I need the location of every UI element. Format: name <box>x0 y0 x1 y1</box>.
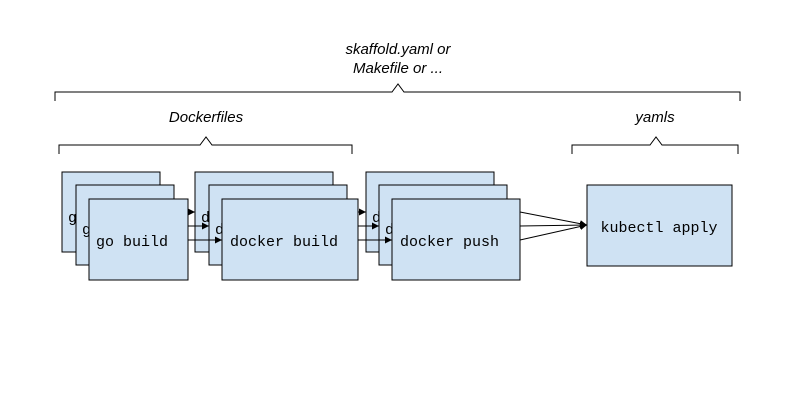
docker-push-box-front <box>391 198 521 281</box>
top-brace <box>54 83 741 101</box>
go-build-box-front <box>88 198 189 281</box>
go-build-label-front: go build <box>96 234 168 251</box>
go-build-stack: go build go build go build <box>61 171 189 281</box>
arrow-push-to-kubectl-1 <box>519 211 588 228</box>
arrow-push-to-kubectl-2 <box>519 221 588 229</box>
arrow-push-to-kubectl-3 <box>519 223 588 241</box>
dockerfiles-brace <box>58 136 353 154</box>
kubectl-apply-box <box>586 184 733 267</box>
docker-push-stack: docker push docker push docker push <box>365 171 521 281</box>
dockerfiles-label: Dockerfiles <box>169 109 244 126</box>
yamls-brace <box>571 136 739 154</box>
docker-build-stack: docker build docker build docker build <box>194 171 359 281</box>
docker-push-label-front: docker push <box>400 234 499 251</box>
top-label-line2: Makefile or ... <box>353 60 443 77</box>
top-label-line1: skaffold.yaml or <box>345 41 451 58</box>
docker-build-box-front <box>221 198 359 281</box>
kubectl-apply-label: kubectl apply <box>600 220 717 237</box>
docker-build-label-front: docker build <box>230 234 338 251</box>
yamls-label: yamls <box>634 109 675 126</box>
